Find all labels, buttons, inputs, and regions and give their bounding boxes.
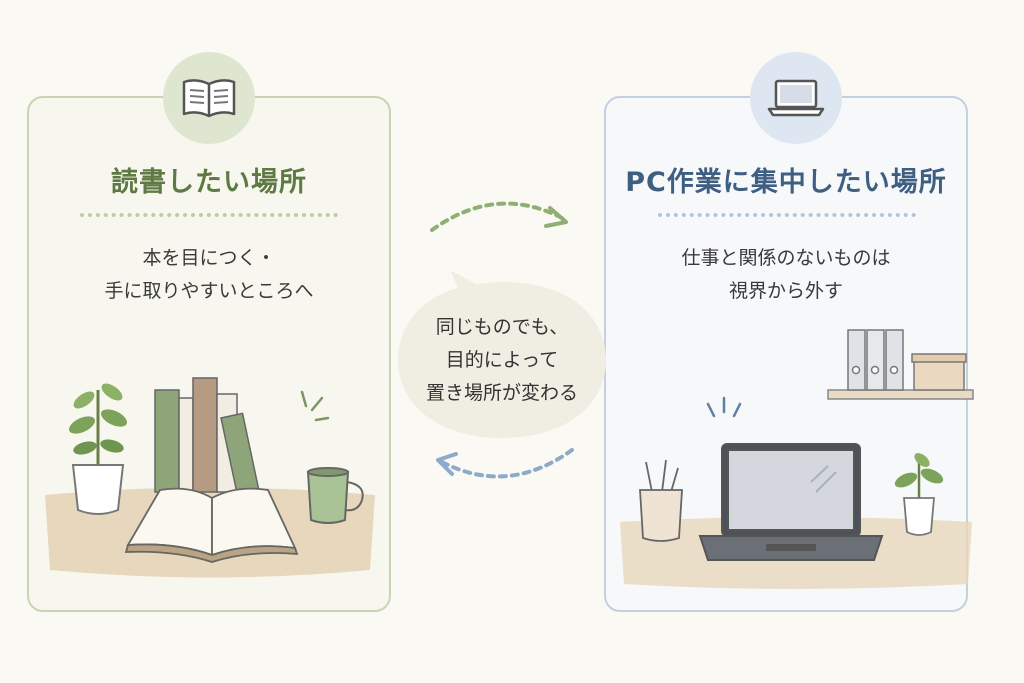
arrow-to-right-icon: [430, 201, 568, 232]
reading-place-description: 本を目につく・ 手に取りやすいところへ: [27, 242, 391, 308]
mug-icon: [306, 467, 364, 524]
open-book-icon: [182, 79, 236, 118]
center-message: 同じものでも、 目的によって 置き場所が変わる: [426, 311, 578, 410]
dotted-divider: [658, 213, 916, 217]
potted-plant-icon: [68, 383, 128, 515]
center-line: 目的によって: [445, 348, 559, 371]
description-line: 手に取りやすいところへ: [104, 280, 314, 302]
pc-work-place-description: 仕事と関係のないものは 視界から外す: [604, 242, 968, 308]
center-line: 同じものでも、: [435, 315, 569, 338]
dotted-divider: [80, 213, 338, 217]
description-line: 本を目につく・: [142, 247, 276, 269]
pen-holder-icon: [639, 459, 683, 542]
pc-work-place-title: PC作業に集中したい場所: [625, 167, 947, 198]
center-message-bubble: 同じものでも、 目的によって 置き場所が変わる: [392, 272, 612, 448]
work-desk-illustration: [620, 329, 974, 589]
laptop-on-desk-icon: [698, 443, 884, 561]
open-book-on-desk-icon: [124, 487, 299, 563]
reading-desk-illustration: [45, 377, 375, 578]
center-line: 置き場所が変わる: [425, 381, 578, 404]
description-line: 仕事と関係のないものは: [681, 247, 891, 269]
laptop-icon: [767, 79, 825, 117]
standing-books-icon: [154, 377, 260, 496]
laptop-badge: [750, 52, 842, 144]
description-line: 視界から外す: [728, 280, 843, 302]
book-badge: [163, 52, 255, 144]
reading-place-title: 読書したい場所: [111, 167, 307, 198]
arrow-to-left-icon: [436, 448, 574, 479]
small-plant-icon: [894, 453, 944, 536]
wall-shelf-icon: [827, 329, 974, 400]
